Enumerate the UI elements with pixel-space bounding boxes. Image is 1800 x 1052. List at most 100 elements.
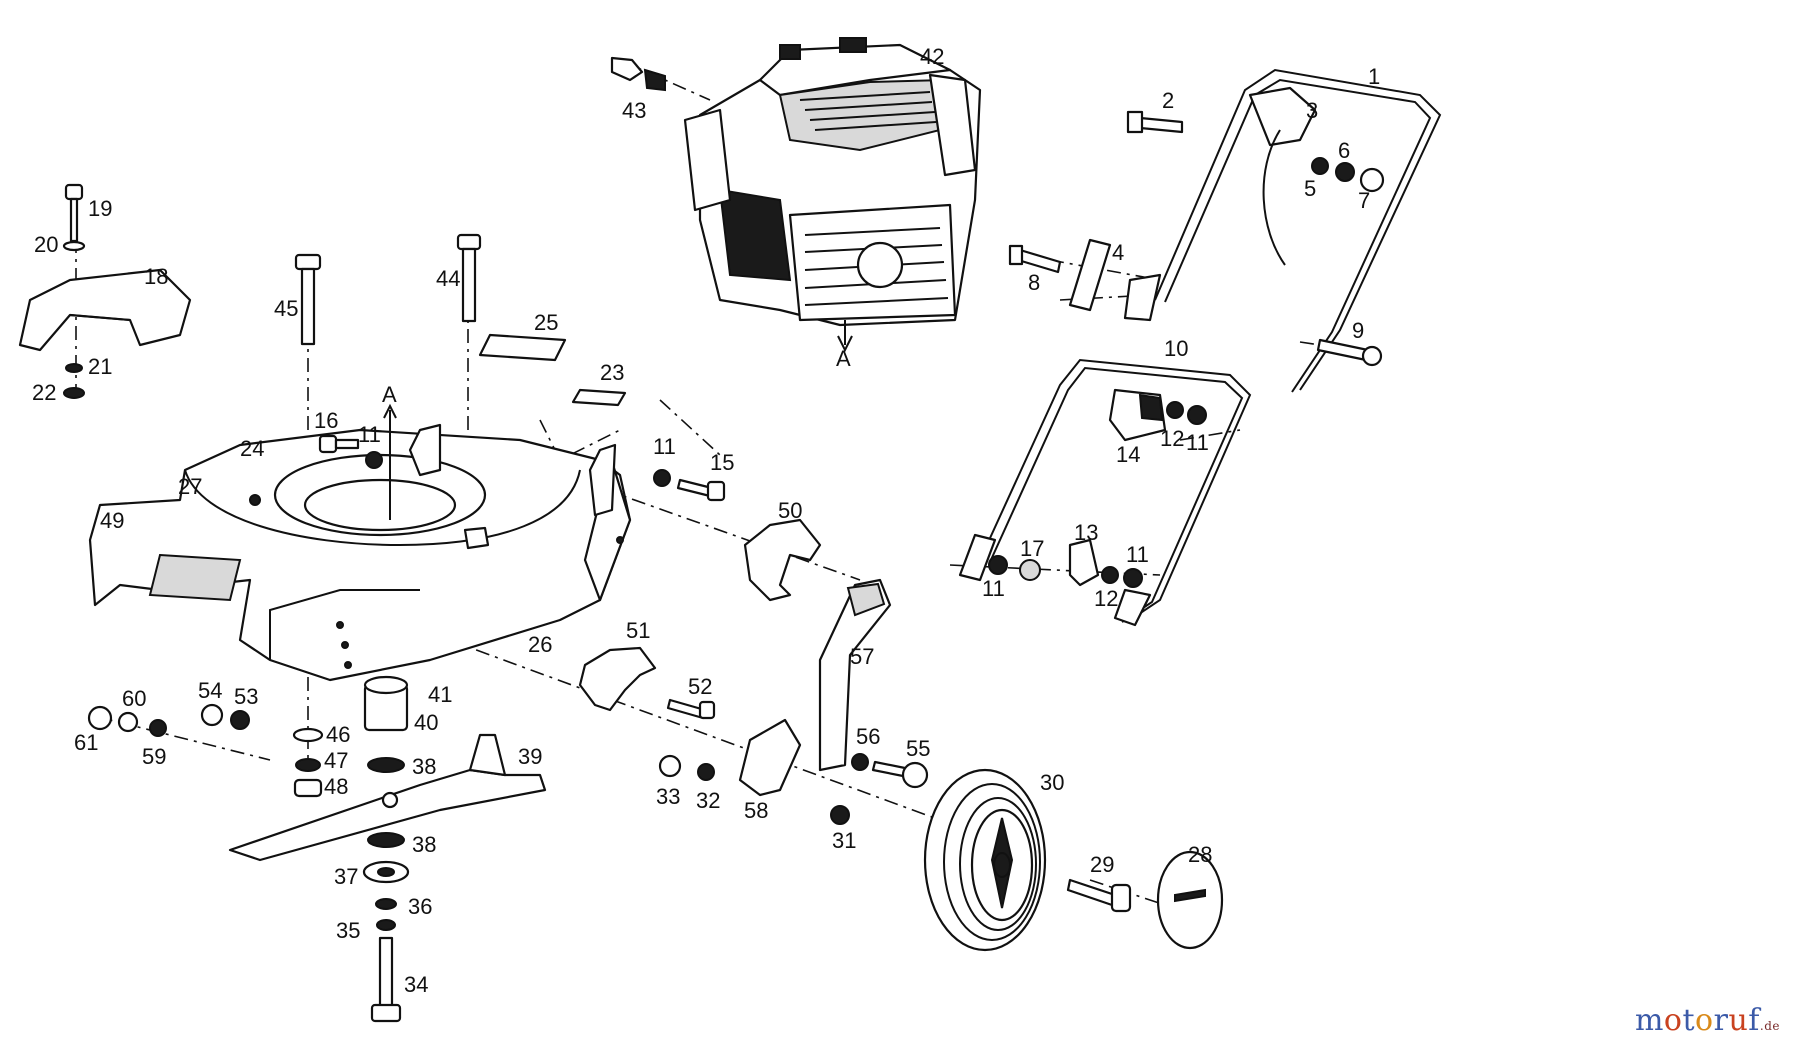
label-5: 5	[1304, 176, 1316, 201]
bolt-16-nut-11	[318, 434, 383, 469]
logo-suffix: .de	[1759, 1019, 1780, 1033]
label-22: 22	[32, 380, 56, 405]
label-30: 30	[1040, 770, 1064, 795]
label-17: 17	[1020, 536, 1044, 561]
clip-13	[1068, 538, 1100, 587]
label-6: 6	[1338, 138, 1350, 163]
label-21: 21	[88, 354, 112, 379]
label-18: 18	[144, 264, 168, 289]
label-41: 41	[428, 682, 452, 707]
label-10: 10	[1164, 336, 1188, 361]
label-55: 55	[906, 736, 930, 761]
bolt-9	[1316, 338, 1383, 367]
label-38-b: 38	[412, 832, 436, 857]
logo-letter: f	[1748, 1003, 1760, 1038]
label-49: 49	[100, 508, 124, 533]
label-33: 33	[656, 784, 680, 809]
logo-letter: o	[1695, 1003, 1714, 1038]
label-47: 47	[324, 748, 348, 773]
bolt-2	[1126, 110, 1184, 134]
label-27: 27	[178, 474, 202, 499]
bolt-45	[294, 253, 322, 346]
logo-letter: o	[1663, 1003, 1683, 1038]
handle-lower	[958, 358, 1252, 627]
nuts-5-6-7	[1311, 157, 1385, 193]
label-9: 9	[1352, 318, 1364, 343]
label-28: 28	[1188, 842, 1212, 867]
label-a-engine: A	[836, 346, 851, 371]
part-number-labels: 1 2 3 4 5 6 7 8 9 10 11 11 11 11 11 12 1…	[32, 44, 1380, 997]
blade	[228, 733, 547, 862]
label-46: 46	[326, 722, 350, 747]
nut-48	[293, 778, 323, 798]
washer-35	[376, 919, 396, 931]
label-58: 58	[744, 798, 768, 823]
label-26: 26	[528, 632, 552, 657]
label-12-a: 12	[1160, 426, 1184, 451]
label-36: 36	[408, 894, 432, 919]
label-53: 53	[234, 684, 258, 709]
washer-37	[362, 860, 410, 884]
mower-deck	[88, 428, 632, 682]
label-56: 56	[856, 724, 880, 749]
washer-36	[375, 898, 397, 910]
label-14: 14	[1116, 442, 1140, 467]
washer-38-lower	[367, 832, 405, 848]
label-11-d: 11	[1126, 542, 1149, 567]
bracket-deck-left	[408, 423, 442, 477]
label-20: 20	[34, 232, 58, 257]
label-29: 29	[1090, 852, 1114, 877]
label-31: 31	[832, 828, 856, 853]
label-38-a: 38	[412, 754, 436, 779]
label-25: 25	[534, 310, 558, 335]
axle-bolt	[1066, 878, 1132, 913]
small-parts-left	[87, 703, 250, 737]
label-12-b: 12	[1094, 586, 1118, 611]
label-13: 13	[1074, 520, 1098, 545]
label-48: 48	[324, 774, 348, 799]
label-7: 7	[1358, 188, 1370, 213]
bolt-8	[1008, 244, 1062, 274]
label-42: 42	[920, 44, 944, 69]
plate-23	[571, 388, 627, 407]
label-23: 23	[600, 360, 624, 385]
label-1: 1	[1368, 64, 1380, 89]
engine	[683, 37, 982, 327]
logo-wordmark: motoruf	[1635, 1003, 1760, 1038]
logo-letter: r	[1713, 1003, 1729, 1038]
logo-letter: t	[1682, 1003, 1696, 1038]
bracket-deck-right	[588, 443, 617, 517]
label-a-top: A	[382, 382, 397, 407]
label-51: 51	[626, 618, 650, 643]
washer-46	[292, 727, 324, 743]
washer-38-upper	[367, 757, 405, 773]
clip-14	[1108, 388, 1167, 442]
label-11-e: 11	[982, 576, 1005, 601]
arrow-a-deck	[383, 403, 397, 520]
washers-32-33	[658, 754, 715, 781]
nuts-lower-handle	[988, 555, 1143, 588]
plate-25	[478, 333, 567, 362]
label-54: 54	[198, 678, 222, 703]
label-11-a: 11	[358, 422, 381, 447]
bolt-43	[610, 56, 666, 92]
nuts-12-11-upper	[1166, 401, 1207, 425]
label-15: 15	[710, 450, 734, 475]
label-40: 40	[414, 710, 438, 735]
washer-47	[295, 758, 321, 772]
label-45: 45	[274, 296, 298, 321]
label-39: 39	[518, 744, 542, 769]
height-lever	[818, 578, 892, 772]
washer-31	[830, 805, 850, 825]
label-2: 2	[1162, 88, 1174, 113]
bolt-44	[456, 233, 482, 323]
handle-upper	[1123, 68, 1442, 393]
clamp-4	[1068, 238, 1112, 312]
label-43: 43	[622, 98, 646, 123]
bracket-50	[743, 518, 822, 602]
logo-letter: m	[1634, 1003, 1664, 1038]
bolt-34	[370, 936, 402, 1023]
label-52: 52	[688, 674, 712, 699]
bolt-15-nut-11	[653, 469, 726, 502]
